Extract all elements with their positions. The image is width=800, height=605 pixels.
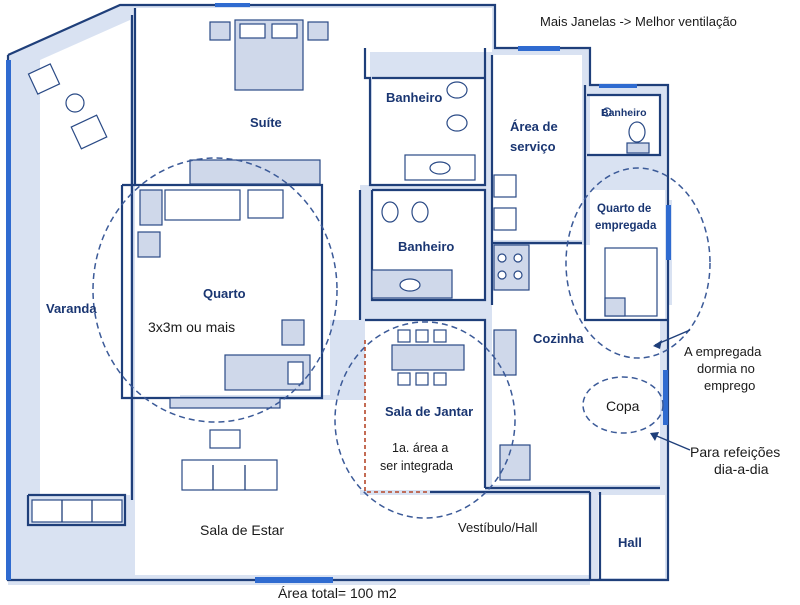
sala-estar-label: Sala de Estar [200, 522, 284, 538]
walls [6, 3, 670, 582]
arrows [650, 329, 691, 451]
circle-quarto-empregada [565, 167, 711, 359]
area-servico-label-2: serviço [510, 139, 556, 154]
title-label: Mais Janelas -> Melhor ventilação [540, 14, 737, 29]
banheiro-empregada-label: Banheiro [601, 107, 647, 119]
cozinha-label: Cozinha [533, 331, 584, 346]
empregada-note-1: A empregada [684, 344, 762, 359]
quarto-note: 3x3m ou mais [148, 319, 235, 335]
empregada-note-2: dormia no [697, 361, 755, 376]
windows [6, 3, 671, 583]
varanda-label: Varanda [46, 301, 97, 316]
banheiro-suite-label: Banheiro [386, 90, 442, 105]
vestibulo-label: Vestíbulo/Hall [458, 520, 538, 535]
empregada-note-3: emprego [704, 378, 755, 393]
area-total-label: Área total= 100 m2 [278, 585, 397, 601]
banheiro-social-label: Banheiro [398, 239, 454, 254]
quarto-empregada-label-1: Quarto de [597, 203, 651, 215]
integration-marker [364, 340, 430, 493]
hall-label: Hall [618, 535, 642, 550]
sala-jantar-note-2: ser integrada [380, 459, 453, 473]
quarto-empregada-label-2: empregada [595, 220, 657, 232]
refeicoes-note-1: Para refeições [690, 444, 780, 460]
window-banheiro-empregada [599, 84, 637, 88]
suite-label: Suíte [250, 115, 282, 130]
refeicoes-note-2: dia-a-dia [714, 461, 769, 477]
window-area-servico [518, 46, 560, 51]
window-copa [663, 370, 668, 425]
window-varanda [6, 60, 11, 580]
circle-sala-jantar [334, 321, 516, 519]
highlight-circles [92, 157, 711, 519]
furniture [27, 19, 658, 523]
area-servico-label-1: Área de [510, 119, 558, 134]
circle-copa [582, 376, 664, 434]
copa-label: Copa [606, 398, 640, 414]
circle-quarto [92, 157, 338, 423]
window-quarto-empregada [666, 205, 671, 260]
window-sala [255, 577, 333, 583]
quarto-label: Quarto [203, 286, 246, 301]
suite-wardrobe [189, 159, 321, 185]
arrow-refeicoes [651, 433, 691, 451]
labels: Mais Janelas -> Melhor ventilação Suíte … [46, 14, 780, 601]
window-suite [215, 3, 250, 7]
sala-jantar-note-1: 1a. área a [392, 441, 448, 455]
sala-jantar-label: Sala de Jantar [385, 404, 473, 419]
floor-fills [8, 5, 672, 585]
